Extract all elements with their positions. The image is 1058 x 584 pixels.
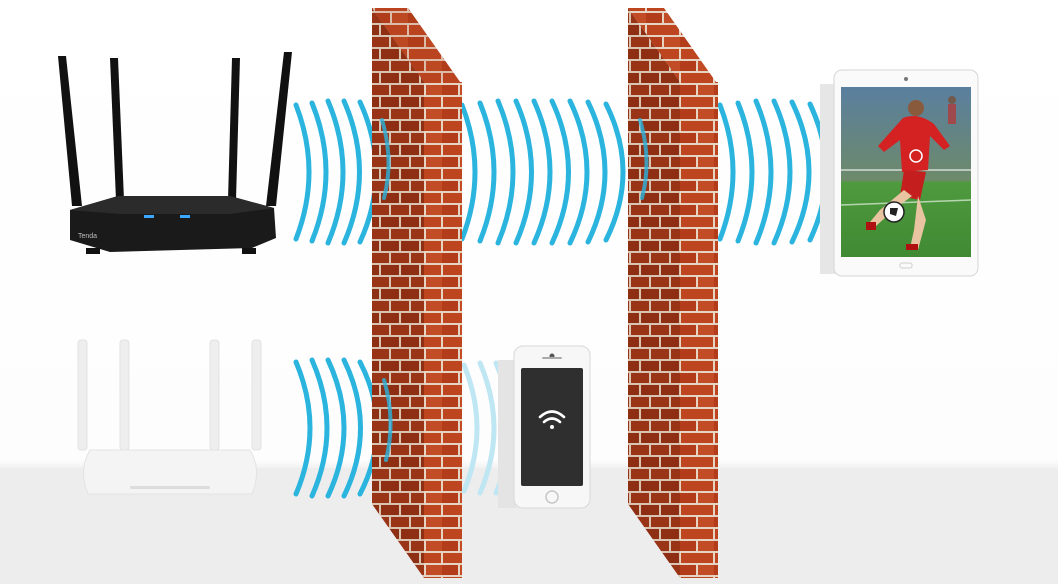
smartphone [498, 345, 591, 509]
wifi-waves-top-1 [293, 98, 379, 246]
router-brand-label: Tenda [78, 233, 97, 240]
wifi-waves-top-3 [717, 98, 829, 246]
tablet [820, 69, 979, 277]
wifi-icon [538, 410, 566, 429]
brick-wall-1 [372, 8, 462, 578]
wifi-waves-top-2 [459, 98, 626, 246]
soccer-player-figure [840, 96, 972, 250]
router-dark: Tenda [58, 52, 292, 254]
wave-through-wall-2 [638, 118, 649, 200]
status-led-icon [180, 215, 190, 218]
router-light [77, 339, 262, 495]
status-led-icon [144, 215, 154, 218]
wave-through-wall-1 [380, 118, 393, 462]
brick-wall-2 [628, 8, 718, 578]
wifi-waves-bottom-1 [293, 357, 380, 499]
